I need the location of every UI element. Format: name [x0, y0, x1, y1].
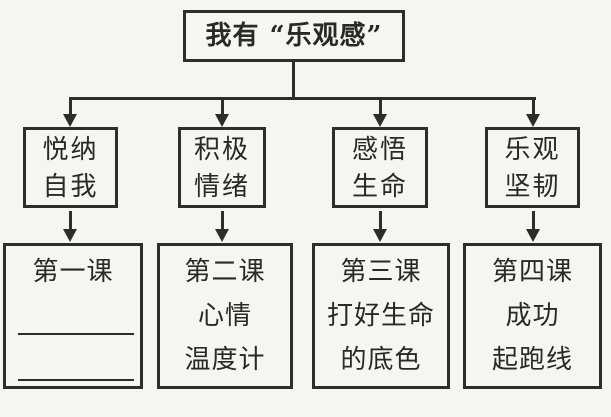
connector-mid-line-2	[221, 211, 224, 231]
theme-label-line: 乐观	[504, 135, 561, 165]
arrow-down-icon	[215, 229, 229, 242]
lesson-title: 第三课	[340, 257, 422, 287]
lesson-title: 第一课	[32, 257, 114, 287]
root-node-label: 我有 “乐观感”	[205, 21, 383, 51]
connector-mid-line-4	[532, 211, 535, 231]
arrow-down-icon	[63, 114, 77, 127]
theme-node-leguan-jianren: 乐观 坚韧	[485, 127, 580, 208]
lesson-subtitle-line: 成功	[505, 301, 560, 331]
lesson-subtitle-line: 心情	[197, 301, 252, 331]
arrow-down-icon	[373, 114, 387, 127]
arrow-down-icon	[215, 114, 229, 127]
connector-drop-line-3	[379, 97, 382, 116]
lesson-subtitle-line: 打好生命	[326, 301, 435, 331]
theme-node-yuena-ziwo: 悦纳 自我	[23, 127, 118, 208]
theme-label-line: 坚韧	[504, 172, 561, 202]
theme-node-jiji-qingxu: 积极 情绪	[178, 127, 266, 208]
connector-drop-line-4	[532, 97, 535, 116]
arrow-down-icon	[63, 229, 77, 242]
lesson-title: 第二课	[184, 257, 266, 287]
connector-distribution-line	[69, 97, 536, 100]
fill-in-blank-line	[18, 379, 134, 381]
root-node-title: 我有 “乐观感”	[183, 10, 405, 62]
theme-label-line: 生命	[351, 172, 408, 202]
arrow-down-icon	[373, 229, 387, 242]
theme-label-line: 积极	[193, 135, 250, 165]
connector-drop-line-1	[69, 97, 72, 116]
lesson-node-4: 第四课 成功 起跑线	[463, 243, 602, 389]
connector-mid-line-3	[379, 211, 382, 231]
theme-label-line: 自我	[42, 172, 99, 202]
lesson-node-1: 第一课	[3, 243, 143, 389]
theme-label-line: 悦纳	[42, 135, 99, 165]
lesson-subtitle-line: 温度计	[184, 345, 266, 375]
connector-stem-line	[292, 62, 295, 98]
lesson-node-2: 第二课 心情 温度计	[157, 243, 293, 389]
lesson-title: 第四课	[491, 257, 573, 287]
theme-node-ganwu-shengming: 感悟 生命	[332, 127, 428, 208]
lesson-subtitle-line: 的底色	[340, 345, 422, 375]
arrow-down-icon	[526, 114, 540, 127]
fill-in-blank-line	[18, 333, 134, 335]
arrow-down-icon	[526, 229, 540, 242]
theme-label-line: 感悟	[351, 135, 408, 165]
connector-mid-line-1	[69, 211, 72, 231]
theme-label-line: 情绪	[193, 172, 250, 202]
connector-drop-line-2	[221, 97, 224, 116]
lesson-node-3: 第三课 打好生命 的底色	[312, 243, 450, 389]
lesson-subtitle-line: 起跑线	[491, 345, 573, 375]
